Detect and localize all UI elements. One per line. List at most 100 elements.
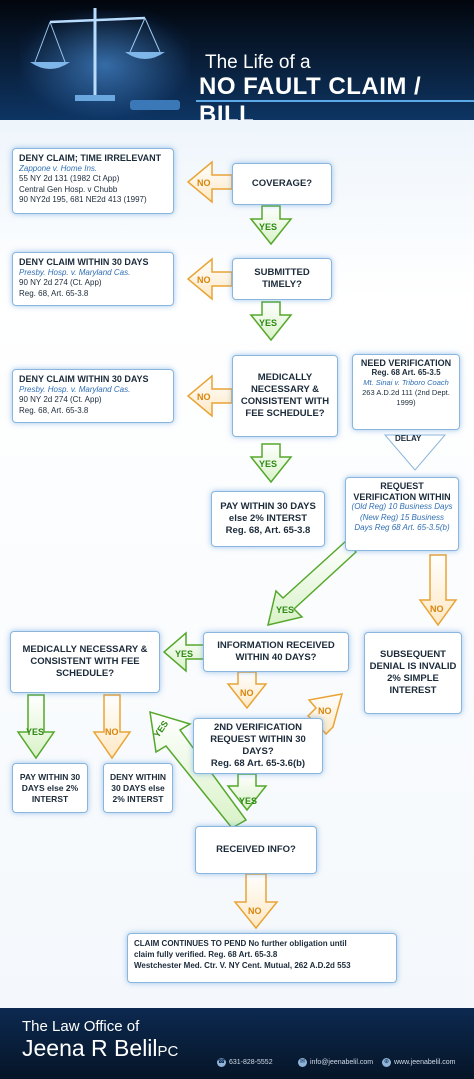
pay-line1: PAY WITHIN 30 DAYS (220, 501, 316, 512)
no-label: NO (197, 178, 211, 188)
no-arrow-medically2 (92, 694, 132, 760)
submitted-timely-box: SUBMITTED TIMELY? (232, 258, 332, 300)
no-label: NO (318, 706, 332, 716)
phone-icon: ☎ (217, 1058, 226, 1067)
deny-claim-30-days-box: DENY CLAIM WITHIN 30 DAYS Presby. Hosp. … (12, 369, 174, 423)
regulation: Days Reg 68 Art. 65-3.5(b) (354, 523, 450, 532)
box-heading: DENY CLAIM WITHIN 30 DAYS (19, 374, 149, 384)
medically-question: MEDICALLY NECESSARY & CONSISTENT WITH FE… (240, 372, 330, 419)
new-reg: (New Reg) 15 Business (359, 512, 445, 522)
second-line2: REQUEST WITHIN 30 DAYS? (210, 734, 306, 757)
no-label: NO (240, 688, 254, 698)
pay-within-30-days-box-2: PAY WITHIN 30 DAYS else 2% INTERST (12, 763, 88, 813)
no-arrow-coverage (186, 160, 233, 204)
no-label: NO (197, 392, 211, 402)
globe-icon: ⊕ (382, 1058, 391, 1067)
pend-line2: claim fully verified. Reg. 68 Art. 65-3.… (134, 950, 278, 959)
yes-label: YES (276, 605, 295, 615)
citation: 263 A.D.2d 111 (2nd Dept. 1999) (362, 388, 450, 407)
yes-label: YES (239, 796, 258, 806)
pay-within-30-days-box: PAY WITHIN 30 DAYS else 2% INTERST Reg. … (211, 491, 325, 547)
scales-icon (30, 8, 180, 110)
phone-text: 631-828-5552 (229, 1059, 273, 1066)
info-question: INFORMATION RECEIVED WITHIN 40 DAYS? (217, 640, 335, 663)
pay-b-text: PAY WITHIN 30 DAYS else 2% INTERST (19, 771, 81, 804)
old-reg: (Old Reg) 10 Business Days (351, 502, 453, 511)
header: The Life of a NO FAULT CLAIM / BILL (0, 0, 474, 120)
deny-claim-30-days-box: DENY CLAIM WITHIN 30 DAYS Presby. Hosp. … (12, 252, 174, 306)
case-name: Central Gen Hosp. v Chubb (19, 184, 118, 194)
second-line1: 2ND VERIFICATION (214, 722, 302, 733)
regulation: Reg. 68, Art. 65-3.8 (19, 288, 89, 298)
deny-b-text: DENY WITHIN 30 DAYS else 2% INTERST (109, 771, 167, 804)
yes-label: YES (26, 727, 45, 737)
case-name: Mt. Sinai v. Triboro Coach (363, 378, 449, 387)
no-arrow-received (233, 873, 279, 930)
yes-label: YES (175, 649, 194, 659)
no-arrow-info (226, 671, 268, 710)
case-name: Zappone v. Home Ins. (19, 163, 98, 173)
box-heading: DENY CLAIM WITHIN 30 DAYS (19, 257, 149, 267)
request-verification-box: REQUEST VERIFICATION WITHIN (Old Reg) 10… (345, 477, 459, 551)
phone-contact: ☎ 631-828-5552 (217, 1058, 273, 1067)
deny-claim-time-irrelevant-box: DENY CLAIM; TIME IRRELEVANT Zappone v. H… (12, 148, 174, 214)
medically2-question: MEDICALLY NECESSARY & CONSISTENT WITH FE… (22, 644, 148, 679)
coverage-question: COVERAGE? (251, 178, 313, 189)
subsequent-denial-box: SUBSEQUENT DENIAL IS INVALID 2% SIMPLE I… (364, 632, 462, 714)
medically-necessary-box-2: MEDICALLY NECESSARY & CONSISTENT WITH FE… (10, 631, 160, 693)
email-contact: ✉ info@jeenabelil.com (298, 1058, 373, 1067)
web-contact: ⊕ www.jeenabelil.com (382, 1058, 455, 1067)
received-info-box: RECEIVED INFO? (195, 826, 317, 874)
pend-line1: CLAIM CONTINUES TO PEND No further oblig… (134, 939, 347, 948)
citation: 90 NY 2d 274 (Ct. App) (19, 395, 102, 404)
regulation: Reg. 68 Art. 65-3.5 (371, 368, 441, 377)
title-line2: NO FAULT CLAIM / BILL (199, 73, 422, 120)
delay-label: DELAY (395, 434, 422, 443)
footer: The Law Office of Jeena R BelilPC ☎ 631-… (0, 1008, 474, 1079)
no-label: NO (105, 727, 119, 737)
submitted-question: SUBMITTED TIMELY? (254, 267, 310, 290)
title-line1: The Life of a (205, 52, 311, 73)
need-verification-box: NEED VERIFICATION Reg. 68 Art. 65-3.5 Mt… (352, 354, 460, 430)
yes-label: YES (259, 222, 278, 232)
firm-line1: The Law Office of (22, 1018, 140, 1035)
yes-label: YES (259, 459, 278, 469)
yes-arrow-request (266, 539, 358, 627)
no-arrow-request (418, 554, 458, 627)
yes-arrow-submitted (249, 301, 293, 342)
email-icon: ✉ (298, 1058, 307, 1067)
deny-within-30-days-box: DENY WITHIN 30 DAYS else 2% INTERST (103, 763, 173, 813)
yes-arrow-coverage (249, 205, 293, 246)
coverage-box: COVERAGE? (232, 163, 332, 205)
yes-arrow-second (226, 773, 268, 812)
information-received-box: INFORMATION RECEIVED WITHIN 40 DAYS? (203, 632, 349, 672)
title-underline (196, 100, 474, 102)
received-question: RECEIVED INFO? (216, 844, 296, 855)
medically-necessary-box: MEDICALLY NECESSARY & CONSISTENT WITH FE… (232, 355, 338, 437)
box-heading: DENY CLAIM; TIME IRRELEVANT (19, 153, 162, 163)
pend-line3: Westchester Med. Ctr. V. NY Cent. Mutual… (134, 961, 351, 970)
pay-line2: else 2% INTERST (228, 513, 308, 524)
citation: 90 NY 2d 274 (Ct. App) (19, 278, 102, 287)
firm-name-text: Jeena R Belil (22, 1035, 158, 1061)
no-arrow-second (306, 693, 344, 736)
email-text[interactable]: info@jeenabelil.com (310, 1059, 374, 1066)
delay-arrow (383, 434, 447, 471)
no-label: NO (248, 906, 262, 916)
claim-continues-to-pend-box: CLAIM CONTINUES TO PEND No further oblig… (127, 933, 397, 983)
yes-arrow-info (162, 631, 206, 673)
subsequent-text: SUBSEQUENT DENIAL IS INVALID 2% SIMPLE I… (369, 649, 457, 696)
no-label: NO (197, 275, 211, 285)
firm-suffix: PC (157, 1043, 179, 1060)
second-verification-box: 2ND VERIFICATION REQUEST WITHIN 30 DAYS?… (193, 718, 323, 774)
citation: 55 NY 2d 131 (1982 Ct App) (19, 174, 120, 183)
regulation: Reg. 68, Art. 65-3.8 (19, 405, 89, 415)
citation: 90 NY2d 195, 681 NE2d 413 (1997) (19, 195, 147, 204)
case-name: Presby. Hosp. v. Maryland Cas. (19, 267, 131, 277)
no-arrow-medically (186, 374, 233, 418)
web-text[interactable]: www.jeenabelil.com (394, 1059, 456, 1066)
box-heading: NEED VERIFICATION (360, 358, 452, 368)
yes-arrow-medically2 (16, 694, 56, 760)
firm-name: Jeena R BelilPC (22, 1035, 178, 1062)
yes-arrow-medically (249, 443, 293, 484)
